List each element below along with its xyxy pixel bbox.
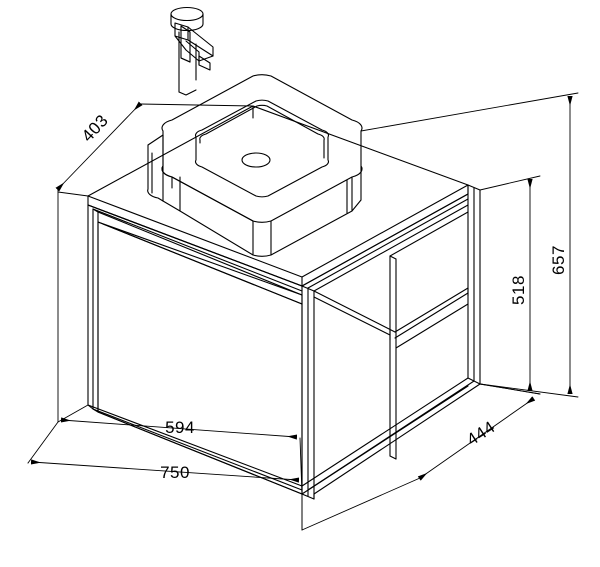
side-depth-dimension <box>301 383 541 531</box>
overall-height-dimension-label: 657 <box>549 245 568 275</box>
cabinet-width-dimension <box>57 404 303 495</box>
depth-dimension <box>55 101 254 197</box>
drawer-front <box>97 221 303 495</box>
drain-hole <box>241 152 271 168</box>
metal-frame <box>87 105 481 500</box>
vessel-sink <box>147 74 363 257</box>
dimension-lines <box>27 92 579 531</box>
overall-width-dimension-label: 750 <box>160 463 190 482</box>
overall-height-dimension <box>360 92 579 398</box>
countertop <box>87 105 469 287</box>
cabinet-width-dimension-label: 594 <box>165 418 195 437</box>
side-depth-dimension-label: 444 <box>463 417 498 449</box>
frame-height-dimension-label: 518 <box>509 275 528 305</box>
depth-dimension-label: 403 <box>78 111 112 146</box>
faucet <box>170 6 214 96</box>
